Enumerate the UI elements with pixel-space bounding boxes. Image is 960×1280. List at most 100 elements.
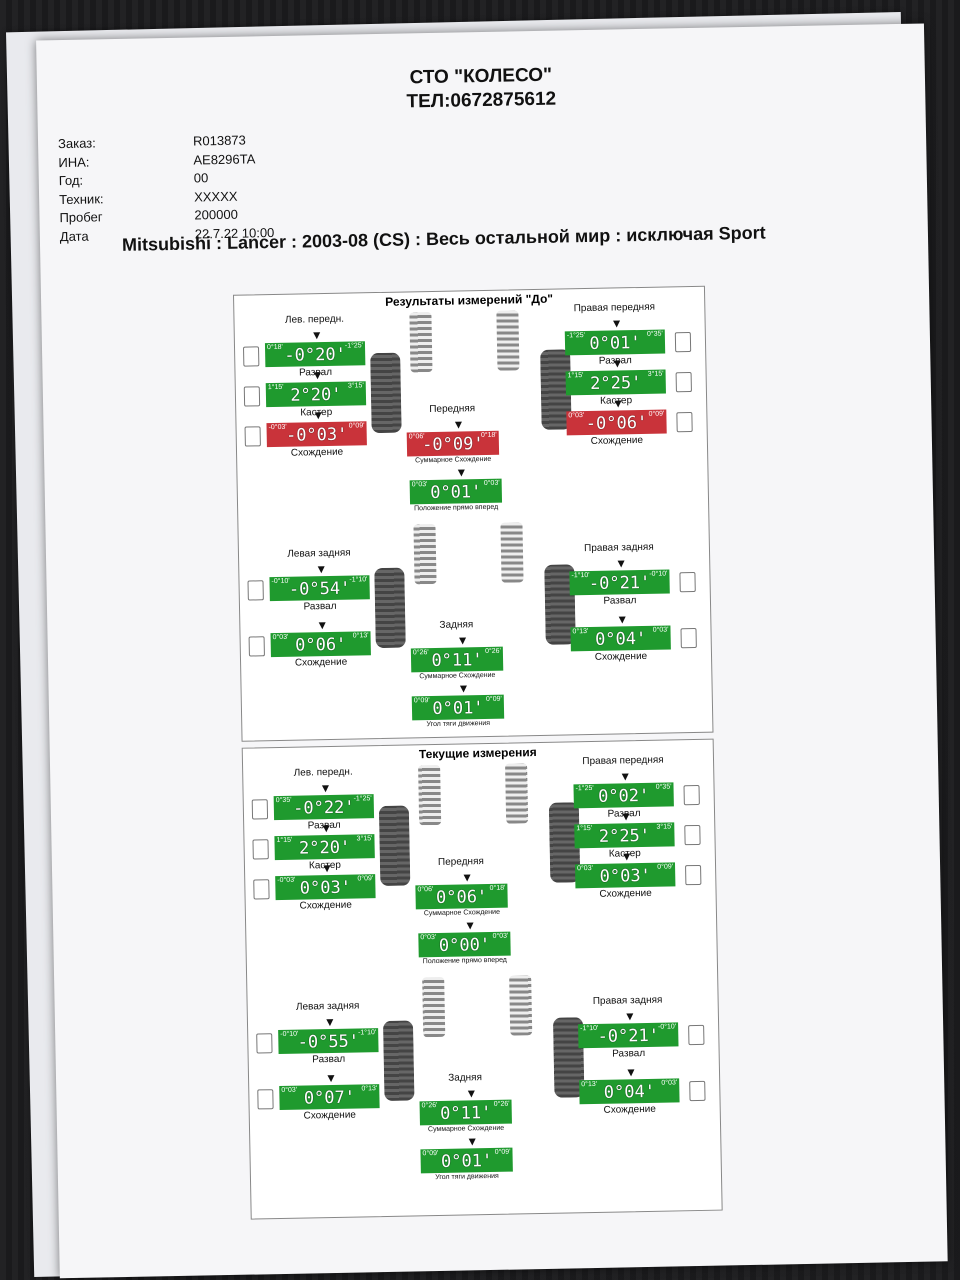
wheel-position-label: Лев. передн.	[284, 313, 345, 326]
wheel-position-label: Левая задняя	[287, 547, 351, 560]
wheel-icon	[243, 386, 261, 407]
measured-value: -0°06'	[585, 412, 648, 435]
measured-value: 0°01'	[430, 482, 482, 504]
wheel-icon	[674, 332, 692, 353]
spring-drawing	[505, 763, 529, 824]
wheel-icon	[675, 372, 692, 393]
rear_right-toe-gauge: 0°13'0°03'0°04'▼Схождение	[570, 612, 671, 663]
down-arrow-icon: ▼	[624, 1065, 638, 1080]
measured-value: -0°03'	[285, 424, 348, 446]
front_left-caster-gauge: 1°15'3°15'2°20'▼Кастер	[265, 368, 367, 419]
spring-drawing	[418, 764, 442, 826]
spring-drawing	[500, 522, 524, 583]
wheel-icon	[676, 411, 693, 433]
down-arrow-icon: ▼	[611, 356, 624, 371]
measured-value: 0°04'	[603, 1081, 656, 1103]
down-arrow-icon: ▼	[320, 860, 334, 876]
measured-value: -0°21'	[597, 1025, 660, 1047]
gauge-label: Угол тяги движения	[435, 1172, 499, 1182]
front_left-toe-gauge: -0°03'0°09'0°03'▼Схождение	[275, 861, 376, 912]
wheel-position-label: Левая задняя	[295, 1000, 360, 1013]
wheel-icon	[689, 1080, 706, 1102]
gauge-label: Угол тяги движения	[426, 719, 491, 729]
measured-value: 2°20'	[298, 837, 351, 859]
wheel-icon	[244, 426, 261, 447]
wheel-position-label: Правая передняя	[573, 301, 656, 315]
gauge-label: Схождение	[599, 887, 652, 900]
wheel-icon	[688, 1024, 705, 1046]
front_left-caster-gauge: 1°15'3°15'2°20'▼Кастер	[274, 821, 375, 871]
down-arrow-icon: ▼	[311, 368, 324, 383]
wheel-position-label: Правая задняя	[584, 541, 654, 555]
measured-value: 2°20'	[290, 384, 342, 406]
spring-drawing	[409, 311, 433, 373]
down-arrow-icon: ▼	[466, 1134, 479, 1149]
wheel-icon	[247, 580, 264, 601]
wheel-icon	[253, 879, 270, 900]
down-arrow-icon: ▼	[610, 316, 623, 331]
measured-value: 0°06'	[435, 887, 488, 909]
measured-value: -0°22'	[292, 797, 355, 819]
spring-drawing	[509, 975, 533, 1036]
down-arrow-icon: ▼	[461, 870, 474, 885]
front_right-caster-gauge: 1°15'3°15'2°25'▼Кастер	[565, 356, 666, 407]
wheel-icon	[251, 799, 269, 820]
wheel-icon	[257, 1089, 274, 1110]
gauge-label: Развал	[603, 595, 637, 607]
down-arrow-icon: ▼	[324, 1070, 338, 1086]
down-arrow-icon: ▼	[316, 618, 329, 633]
measured-value: 0°00'	[438, 934, 491, 956]
front_right-toe-gauge: 0°03'0°09'-0°06'▼Схождение	[566, 396, 667, 447]
gauge-label: Положение прямо вперед	[422, 956, 507, 966]
down-arrow-icon: ▼	[612, 396, 625, 411]
wheel-position-label: Правая задняя	[592, 994, 663, 1008]
down-arrow-icon: ▼	[616, 612, 629, 627]
down-arrow-icon: ▼	[615, 556, 628, 571]
measured-value: 0°11'	[439, 1102, 492, 1124]
down-arrow-icon: ▼	[465, 1086, 478, 1101]
rear_left-toe-gauge: 0°03'0°13'0°06'▼Схождение	[270, 618, 371, 669]
down-arrow-icon: ▼	[620, 849, 633, 864]
wheel-position-label: Передняя	[429, 403, 476, 416]
front_left-toe-gauge: -0°03'0°09'-0°03'▼Схождение	[266, 408, 367, 459]
gauge-label: Суммарное Схождение	[427, 1124, 505, 1134]
measured-value: -0°54'	[288, 578, 351, 600]
before-panel: Результаты измерений "До" 0°18'-1°25'-0°…	[232, 285, 714, 742]
measured-value: -0°21'	[588, 572, 651, 595]
measured-value: 2°25'	[589, 372, 642, 394]
measured-value: 0°02'	[597, 785, 650, 807]
measured-value: 0°03'	[299, 877, 352, 899]
gauge-label: Суммарное Схождение	[419, 671, 496, 681]
current-panel: Текущие измерения 0°35'-1°25'-0°22'▼Разв…	[241, 738, 723, 1220]
measured-value: 0°01'	[432, 698, 484, 720]
wheel-drawing	[370, 352, 402, 434]
measured-value: -0°20'	[284, 344, 347, 366]
gauge-label: Схождение	[290, 446, 344, 459]
down-arrow-icon: ▼	[320, 820, 333, 836]
gauge-label: Положение прямо вперед	[414, 503, 499, 513]
wheel-icon	[683, 784, 700, 806]
rear_right-toe-gauge: 0°13'0°03'0°04'▼Схождение	[579, 1065, 680, 1116]
down-arrow-icon: ▼	[455, 465, 468, 480]
wheel-position-label: Лев. передн.	[293, 766, 353, 779]
front_right-toe-gauge: 0°03'0°09'0°03'▼Схождение	[574, 849, 676, 900]
wheel-icon	[248, 636, 265, 657]
wheel-icon	[252, 839, 269, 860]
down-arrow-icon: ▼	[452, 417, 465, 432]
measured-value: 0°03'	[599, 865, 652, 887]
gauge-label: Схождение	[603, 1103, 656, 1116]
alignment-report-sheet: СТО "КОЛЕСО" ТЕЛ:0672875612 Заказ:R01387…	[36, 23, 948, 1279]
measured-value: -0°55'	[297, 1031, 360, 1053]
measured-value: 0°06'	[294, 634, 347, 656]
measured-value: 0°07'	[303, 1087, 356, 1109]
down-arrow-icon: ▼	[619, 809, 633, 824]
